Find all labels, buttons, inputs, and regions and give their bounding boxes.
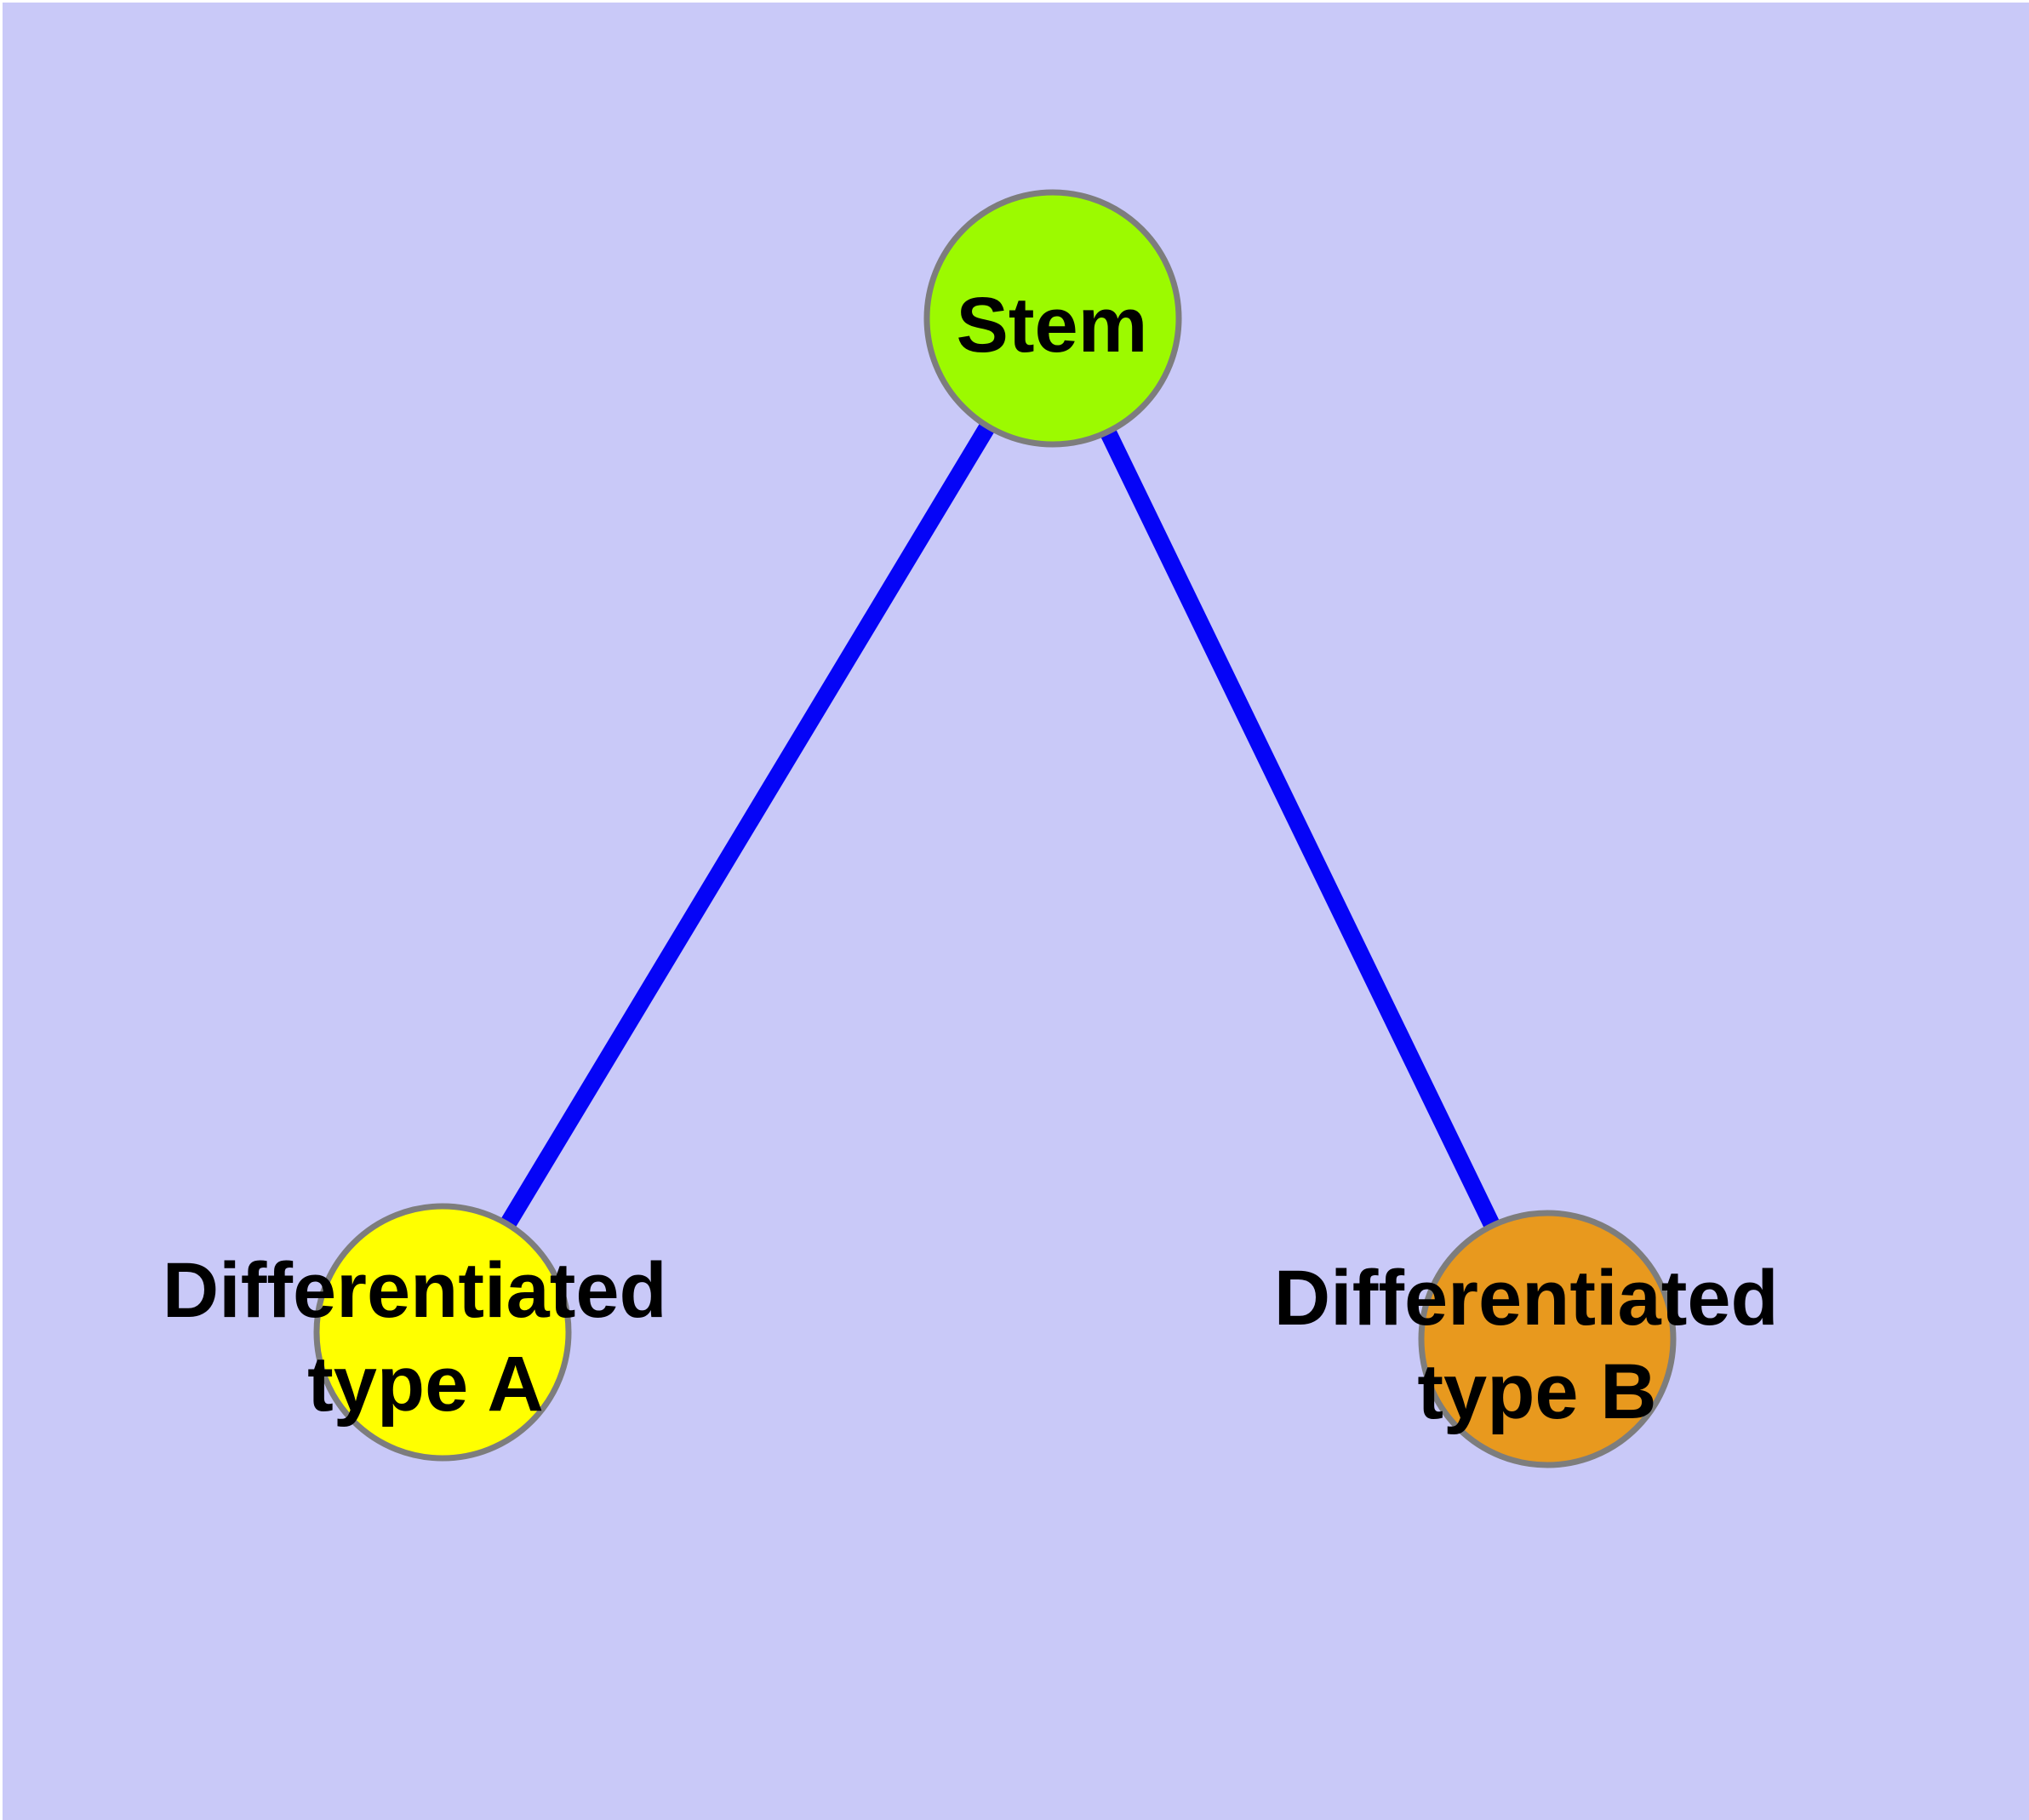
stem-node-label: Stem — [957, 282, 1148, 369]
type-a-node-label: Differentiated type A — [163, 1247, 689, 1428]
type-b-node-label: Differentiated type B — [1274, 1255, 1801, 1435]
type-b-node-circle — [1418, 1210, 1677, 1468]
stem-node-circle — [923, 189, 1182, 448]
type-a-label-line2: type A — [307, 1341, 544, 1428]
type-a-node-circle — [313, 1203, 572, 1462]
edge-stem-to-type-a — [435, 313, 1060, 1337]
type-b-label-line1: Differentiated — [1274, 1255, 1779, 1342]
type-a-label-line1: Differentiated — [163, 1247, 667, 1334]
edge-stem-to-type-b — [1045, 314, 1555, 1343]
node-differentiated-type-b: Differentiated type B — [1274, 1210, 1801, 1468]
type-b-label-line2: type B — [1417, 1348, 1656, 1435]
node-differentiated-type-a: Differentiated type A — [163, 1203, 689, 1462]
node-stem: Stem — [923, 189, 1182, 448]
edge-layer — [435, 313, 1555, 1343]
